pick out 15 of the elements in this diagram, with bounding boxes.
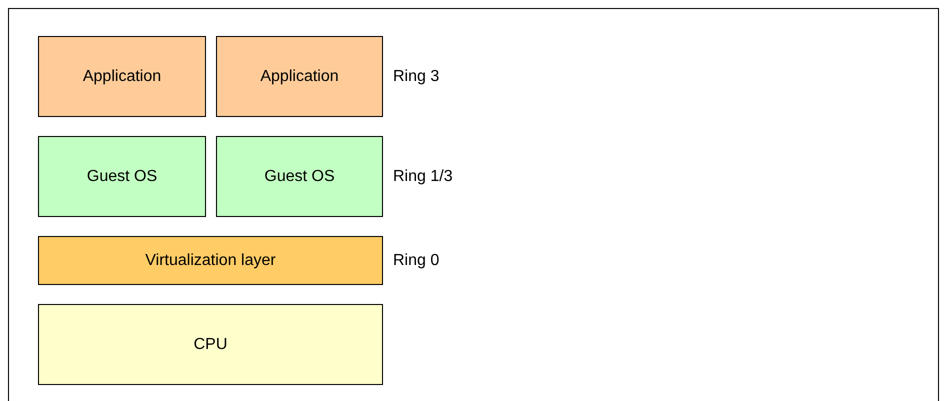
layer-box bbox=[38, 304, 383, 385]
layer-box bbox=[216, 36, 383, 117]
layer-box bbox=[38, 236, 383, 285]
layer-label: Virtualization layer bbox=[145, 252, 276, 270]
layer-label: CPU bbox=[194, 336, 228, 354]
ring-label: Ring 1/3 bbox=[393, 168, 453, 186]
layer-box bbox=[38, 136, 206, 217]
layer-label: Guest OS bbox=[86, 168, 158, 186]
layer-box bbox=[38, 36, 206, 117]
ring-label: Ring 0 bbox=[393, 252, 440, 270]
layer-label: Guest OS bbox=[264, 168, 335, 186]
ring-label: Ring 3 bbox=[393, 68, 440, 86]
layer-box bbox=[216, 136, 383, 217]
layer-label: Application bbox=[260, 68, 339, 86]
layer-label: Application bbox=[82, 68, 162, 86]
